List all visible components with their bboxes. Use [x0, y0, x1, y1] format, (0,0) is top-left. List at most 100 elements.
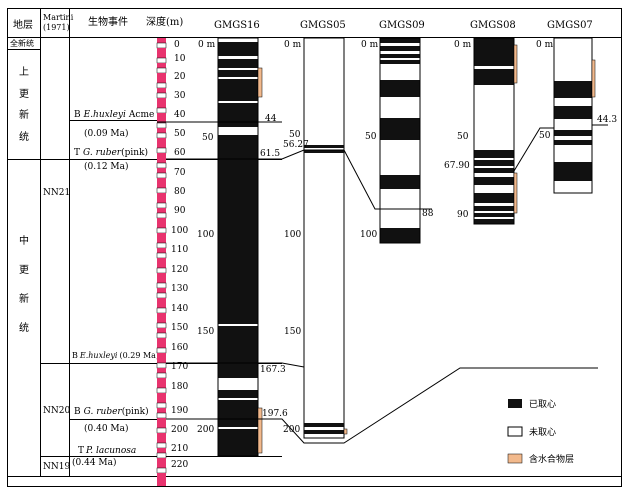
- uncored-section: [474, 217, 514, 219]
- correlation-line: [166, 367, 598, 444]
- depth-block: [156, 122, 167, 129]
- depth-block: [156, 372, 167, 379]
- depth-block: [157, 423, 166, 428]
- depth-block: [157, 368, 166, 373]
- depth-block: [157, 158, 166, 163]
- depth-tick-label: 100: [284, 230, 301, 240]
- depth-block: [156, 212, 167, 219]
- core-title-gmgs16: GMGS16: [214, 20, 260, 31]
- uncored-section: [218, 427, 258, 429]
- depth-block: [156, 67, 167, 74]
- depth-label: 10: [174, 54, 186, 64]
- depth-label: 40: [174, 110, 186, 120]
- depth-block: [156, 242, 167, 249]
- depth-block: [157, 258, 166, 263]
- depth-block: [157, 313, 166, 318]
- depth-block: [156, 427, 167, 434]
- uncored-section: [218, 38, 258, 42]
- core-gmgs08: 0 m 50 90: [454, 37, 518, 225]
- depth-block: [157, 38, 166, 43]
- depth-block: [157, 328, 166, 333]
- depth-tick-label: 0 m: [454, 40, 472, 50]
- depth-block: [157, 448, 166, 453]
- depth-block: [157, 88, 166, 93]
- depth-block: [156, 412, 167, 419]
- depth-block: [157, 278, 166, 283]
- depth-label: 90: [174, 206, 186, 216]
- core-gmgs09: 0 m 50 100: [360, 37, 421, 244]
- depth-block: [157, 178, 166, 183]
- hydrate-layer: [513, 172, 518, 214]
- core-outline: [379, 37, 421, 244]
- epoch-middle-3: 新: [19, 292, 29, 305]
- marker-value: 56.27: [283, 140, 309, 150]
- core-section: [380, 38, 420, 43]
- depth-label: 50: [174, 129, 186, 139]
- event-huxleyi-acme-age: (0.09 Ma): [84, 128, 129, 139]
- event-lacunosa-top-age: (0.44 Ma): [72, 457, 117, 468]
- core-outline: [217, 37, 259, 457]
- uncored-section: [474, 85, 514, 150]
- event-ruber-pink-base-age: (0.40 Ma): [84, 423, 129, 434]
- uncored-section: [218, 68, 258, 70]
- uncored-section: [218, 77, 258, 79]
- core-section: [554, 106, 592, 119]
- depth-tick-label: 50: [289, 130, 301, 140]
- depth-block: [157, 168, 166, 173]
- depth-block: [157, 143, 166, 148]
- epoch-middle-4: 统: [19, 321, 29, 334]
- depth-block: [157, 198, 166, 203]
- depth-block: [157, 463, 166, 468]
- depth-block: [157, 263, 166, 268]
- depth-block: [157, 113, 166, 118]
- depth-tick-label: 0 m: [198, 40, 216, 50]
- depth-block: [157, 438, 166, 443]
- depth-tick-label: 50: [365, 132, 377, 142]
- depth-block: [157, 78, 166, 83]
- legend-swatch-cored: [508, 399, 522, 408]
- core-gmgs07: 0 m 50: [536, 37, 596, 194]
- depth-block: [157, 458, 166, 463]
- depth-block: [157, 153, 166, 158]
- depth-tick-label: 50: [202, 133, 214, 143]
- core-section: [380, 46, 420, 51]
- depth-block: [156, 282, 167, 289]
- depth-block: [156, 57, 167, 64]
- hydrate-layer: [513, 44, 518, 84]
- depth-block: [156, 252, 167, 259]
- depth-tick-label: 90: [457, 210, 469, 220]
- depth-block: [157, 408, 166, 413]
- depth-label: 120: [171, 265, 188, 275]
- depth-block: [157, 418, 166, 423]
- zone-nn19: NN19: [43, 462, 70, 472]
- zone-nn20: NN20: [43, 406, 70, 416]
- depth-tick-label: 150: [197, 327, 214, 337]
- depth-label: 30: [174, 91, 186, 101]
- depth-label: 190: [171, 406, 188, 416]
- depth-label: 180: [171, 382, 188, 392]
- marker-value: 167.3: [260, 365, 286, 375]
- correlation-line: [513, 127, 554, 172]
- marker-value: 44: [265, 114, 277, 124]
- depth-tick-label: 0 m: [536, 40, 554, 50]
- core-outline: [473, 37, 515, 225]
- core-section: [304, 150, 344, 153]
- uncored-section: [303, 37, 345, 439]
- depth-block: [157, 53, 166, 58]
- depth-block: [156, 147, 167, 154]
- depth-block: [157, 433, 166, 438]
- depth-block: [156, 227, 167, 234]
- core-section: [304, 430, 344, 434]
- hydrate-layer: [591, 59, 596, 98]
- depth-block: [157, 233, 166, 238]
- uncored-section: [474, 185, 514, 193]
- depth-block: [156, 322, 167, 329]
- uncored-section: [218, 398, 258, 400]
- epoch-middle-2: 更: [19, 264, 29, 276]
- depth-label: 110: [171, 245, 188, 255]
- uncored-section: [218, 56, 258, 59]
- depth-tick-label: 100: [197, 230, 214, 240]
